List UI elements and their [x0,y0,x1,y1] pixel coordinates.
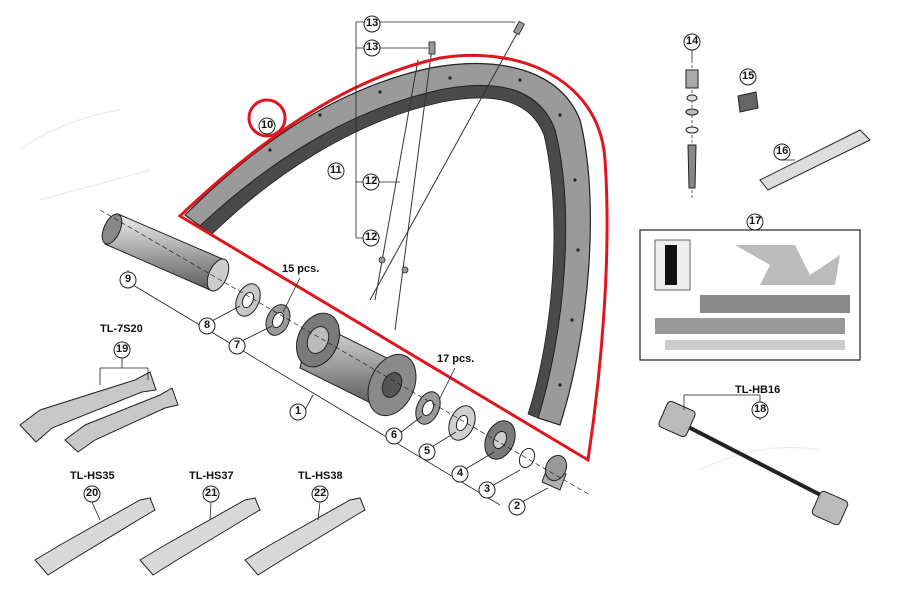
bearing-cone-8 [235,283,261,317]
rim-tape [759,129,871,191]
highlight-outline [177,53,609,463]
tool-label-tl-hs38: TL-HS38 [298,470,343,482]
tubeless-valve [685,60,699,200]
sticker-sheet [639,229,861,361]
tool-label-tl-hb16: TL-HB16 [735,384,781,396]
callout-12b: 12 [365,231,378,243]
callout-2: 2 [514,500,521,512]
axle-sleeve [101,213,230,292]
callout-11: 11 [330,164,342,176]
rim [184,62,591,426]
spoke-nipples [378,20,526,274]
callout-14: 14 [686,35,699,47]
callout-17: 17 [749,215,762,227]
callout-3: 3 [484,483,491,495]
callout-20: 20 [86,487,99,499]
callout-5: 5 [424,445,431,457]
callout-16: 16 [776,145,789,157]
valve-nut [737,91,759,113]
lock-nut-4 [484,420,516,460]
callout-10: 10 [261,119,274,131]
callout-1: 1 [295,405,302,417]
hub-body [295,312,417,417]
dust-cap-2 [541,454,568,491]
cone-wrenches [19,371,179,453]
callout-circles [83,15,791,516]
hub-tool [658,400,849,526]
callout-19: 19 [116,343,129,355]
tool-label-tl-hs35: TL-HS35 [70,470,115,482]
qty-label-17: 17 pcs. [437,353,475,365]
bearing-cone-5 [448,405,476,441]
tool-label-tl-hs37: TL-HS37 [189,470,234,482]
callout-7: 7 [234,339,241,351]
callout-12a: 12 [365,175,378,187]
callout-15: 15 [742,70,755,82]
callout-13b: 13 [366,41,379,53]
callout-4: 4 [457,467,464,479]
background-watermark [19,109,821,471]
callout-9: 9 [125,273,132,285]
callout-8: 8 [204,319,211,331]
tool-label-tl-7s20: TL-7S20 [100,323,143,335]
callout-18: 18 [754,403,767,415]
ball-retainer-7 [265,304,291,336]
spoke-wrenches [34,497,366,576]
qty-label-15: 15 pcs. [282,263,320,275]
axis-line [99,209,591,496]
callout-6: 6 [391,429,398,441]
washer-3 [518,447,536,469]
callout-21: 21 [205,487,218,499]
callout-22: 22 [314,487,327,499]
callout-13a: 13 [366,17,379,29]
